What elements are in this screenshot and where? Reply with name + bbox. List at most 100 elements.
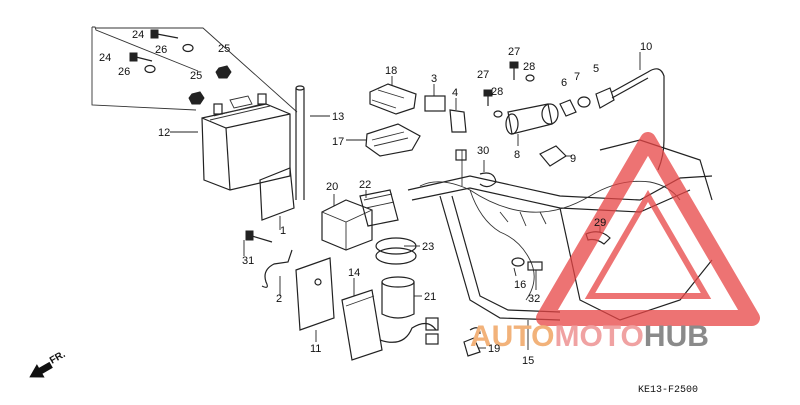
battery-terminal	[213, 103, 223, 115]
ignition-wiring	[379, 322, 437, 343]
front-direction-indicator: FR.	[29, 349, 68, 378]
harness-connectors	[499, 211, 547, 227]
watermark-auto: AUTO	[470, 320, 554, 353]
ignition-connector	[425, 317, 439, 331]
callout: 24	[99, 52, 111, 64]
connector-32	[527, 261, 543, 271]
bolt-31	[245, 230, 273, 243]
front-label: FR.	[48, 349, 68, 367]
callout: 13	[332, 111, 344, 123]
callout: 18	[385, 65, 397, 77]
plug-cap-9	[539, 145, 567, 167]
frame-top-tube	[407, 175, 713, 201]
callout: 26	[118, 66, 130, 78]
callout: 28	[491, 86, 503, 98]
grommet-16	[511, 257, 525, 267]
assembly-outline-line	[91, 27, 197, 111]
figure-code: KE13-F2500	[638, 385, 698, 396]
ignition-coil-face	[505, 113, 519, 135]
ignition-unit-14	[341, 289, 383, 361]
callout: 15	[522, 355, 534, 367]
condenser-21	[381, 282, 415, 319]
harness-plug	[455, 149, 467, 161]
callout: 31	[242, 255, 254, 267]
relay-box-edges	[321, 209, 373, 250]
callout: 16	[514, 279, 526, 291]
battery-pad	[259, 167, 295, 221]
bolt-24-upper	[150, 29, 179, 39]
spark-cap-5	[595, 87, 615, 109]
breather-tube-end	[295, 85, 305, 91]
connector-4	[449, 109, 467, 133]
callout: 12	[158, 127, 170, 139]
callout: 3	[431, 73, 437, 85]
callout: 2	[276, 293, 282, 305]
frame-down-tube	[439, 195, 561, 321]
watermark-logo: AUTOMOTOHUB	[470, 320, 709, 353]
watermark-hub: HUB	[644, 320, 709, 353]
cable-sheath	[611, 77, 649, 99]
callout: 27	[477, 69, 489, 81]
callout: 27	[508, 46, 520, 58]
callout: 25	[218, 43, 230, 55]
rubber-band-23-lower	[375, 247, 417, 265]
callout: 23	[422, 241, 434, 253]
relay-box-20	[321, 199, 373, 251]
callout: 24	[132, 29, 144, 41]
fuse-block-detail	[363, 193, 395, 209]
battery-vent-cap	[229, 95, 253, 109]
wire-harness-branch	[469, 189, 535, 301]
plug-boot-6	[559, 99, 577, 117]
regulator-unit	[369, 83, 417, 115]
bracket-hole	[314, 278, 322, 286]
condenser-top	[381, 276, 415, 288]
battery-terminal	[257, 93, 267, 105]
ignition-coil-8	[507, 103, 553, 135]
callout: 26	[155, 44, 167, 56]
ground-terminal-19	[463, 337, 481, 357]
callout: 30	[477, 145, 489, 157]
frame-rear-upper	[599, 139, 713, 201]
assembly-outline-line	[92, 26, 199, 72]
washer-26-upper	[182, 43, 194, 53]
ground-wire	[469, 327, 481, 335]
bracket-11	[295, 257, 335, 331]
callouts: 1 2 3 4 5 6 7 8 9 10 11 12 13 14 15 16 1…	[99, 29, 652, 367]
screw-27-right	[509, 61, 519, 80]
ignition-connector-2	[425, 333, 439, 345]
callout: 21	[424, 291, 436, 303]
battery-top-edge	[201, 113, 291, 129]
relay-3	[424, 95, 446, 112]
callout: 10	[640, 41, 652, 53]
callout: 8	[514, 149, 520, 161]
regulator-detail	[371, 89, 405, 109]
callout: 25	[190, 70, 202, 82]
bolt-24-lower	[129, 52, 153, 62]
breather-tube	[295, 88, 305, 200]
callout: 17	[332, 136, 344, 148]
wire-harness	[419, 180, 681, 213]
ignition-unit-detail	[345, 295, 375, 307]
washer-26-lower	[144, 64, 156, 74]
cap-7	[577, 96, 591, 108]
callout: 6	[561, 77, 567, 89]
callout: 32	[528, 293, 540, 305]
callout: 20	[326, 181, 338, 193]
callout: 11	[310, 343, 321, 355]
frame-down-tube-inner	[451, 195, 561, 313]
callout: 19	[488, 343, 500, 355]
assembly-outline-line	[95, 27, 298, 113]
front-arrow-icon	[29, 361, 53, 378]
washer-28-right	[525, 74, 535, 82]
callout: 4	[452, 87, 458, 99]
callout: 22	[359, 179, 371, 191]
callout: 9	[570, 153, 576, 165]
callout: 28	[523, 61, 535, 73]
battery-front-edge	[225, 127, 231, 191]
screw-27-left	[483, 89, 493, 106]
nut-25-lower	[188, 91, 205, 105]
callout: 14	[348, 267, 360, 279]
watermark-moto: MOTO	[554, 320, 643, 353]
